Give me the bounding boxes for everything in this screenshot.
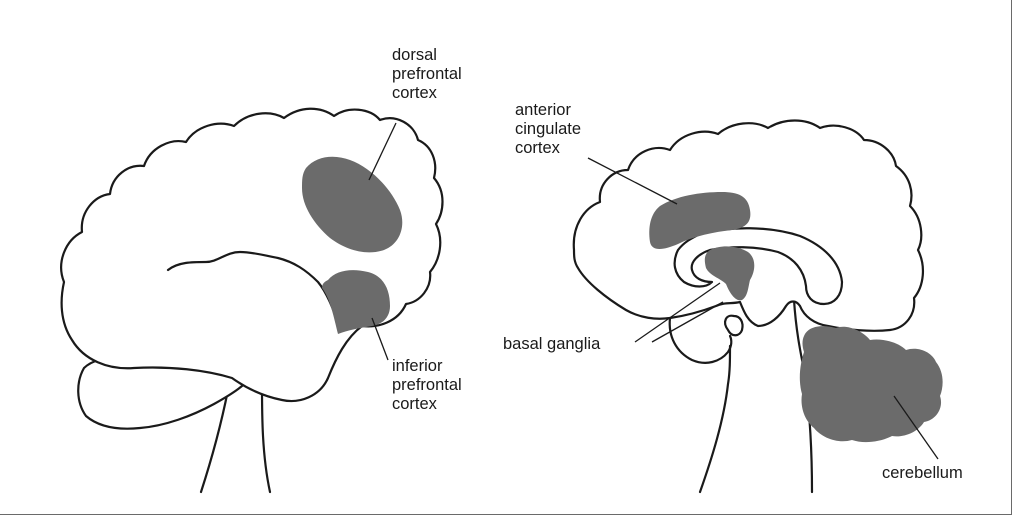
label-basal-ganglia: basal ganglia (503, 335, 600, 354)
medial-brainstem-front (700, 346, 730, 492)
medial-temporal-contour (670, 318, 732, 363)
medial-brain-view (574, 121, 943, 493)
label-anterior-cingulate-cortex: anterior cingulate cortex (515, 101, 581, 158)
lateral-brain-view (61, 109, 442, 492)
lateral-cerebrum (61, 109, 442, 401)
cerebellum-region (800, 326, 943, 442)
medial-cerebrum (574, 121, 923, 331)
label-inferior-prefrontal-cortex: inferior prefrontal cortex (392, 357, 462, 414)
medial-pituitary (725, 316, 742, 336)
label-cerebellum: cerebellum (882, 464, 963, 483)
label-dorsal-prefrontal-cortex: dorsal prefrontal cortex (392, 46, 462, 103)
